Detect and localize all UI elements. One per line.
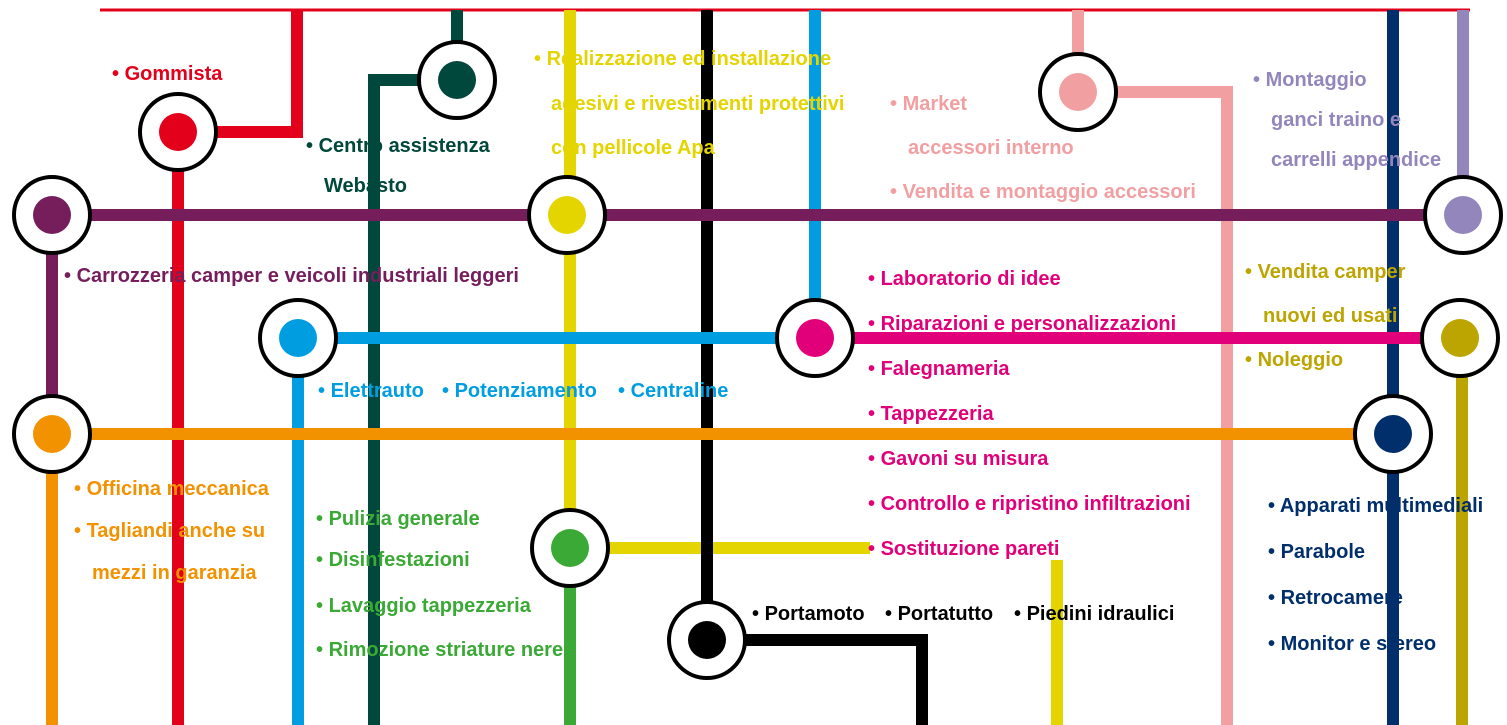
label-adesivi-1: • Realizzazione ed installazione	[534, 48, 831, 70]
label-garanzia: mezzi in garanzia	[92, 562, 257, 584]
label-officina: • Officina meccanica	[74, 478, 270, 500]
label-potenziamento: • Potenziamento	[442, 380, 597, 402]
station-black	[667, 600, 747, 680]
label-disinfestazioni: • Disinfestazioni	[316, 549, 470, 571]
station-olive	[1420, 298, 1500, 378]
station-red	[138, 92, 218, 172]
label-falegnameria: • Falegnameria	[868, 358, 1010, 380]
line-pink	[1072, 10, 1233, 725]
station-purple	[12, 175, 92, 255]
label-gavoni: • Gavoni su misura	[868, 448, 1049, 470]
label-infiltrazioni: • Controllo e ripristino infiltrazioni	[868, 493, 1191, 515]
label-accessori-interno: accessori interno	[908, 137, 1074, 159]
station-orange	[12, 394, 92, 474]
station-darkgreen	[417, 40, 497, 120]
label-tappezzeria: • Tappezzeria	[868, 403, 994, 425]
station-green	[530, 508, 610, 588]
station-magenta	[775, 298, 855, 378]
label-monitor: • Monitor e stereo	[1268, 633, 1436, 655]
label-ganci-traino: ganci traino e	[1271, 109, 1401, 131]
label-vendita-camper: • Vendita camper	[1245, 261, 1406, 283]
label-lavaggio: • Lavaggio tappezzeria	[316, 595, 532, 617]
label-pulizia: • Pulizia generale	[316, 508, 480, 530]
label-nuovi-usati: nuovi ed usati	[1263, 305, 1397, 327]
label-adesivi-2: adesivi e rivestimenti protettivi	[551, 93, 844, 115]
label-elettrauto: • Elettrauto	[318, 380, 424, 402]
label-tagliandi: • Tagliandi anche su	[74, 520, 265, 542]
label-webasto: Webasto	[324, 175, 407, 197]
label-market: • Market	[890, 93, 967, 115]
label-laboratorio: • Laboratorio di idee	[868, 268, 1061, 290]
label-retrocamere: • Retrocamere	[1268, 587, 1403, 609]
label-noleggio: • Noleggio	[1245, 349, 1343, 371]
label-vendita-accessori: • Vendita e montaggio accessori	[890, 181, 1196, 203]
label-multimediali: • Apparati multimediali	[1268, 495, 1483, 517]
label-portamoto: • Portamoto	[752, 603, 865, 625]
line-black	[701, 10, 928, 725]
label-parabole: • Parabole	[1268, 541, 1365, 563]
line-cyan	[292, 10, 821, 725]
label-adesivi-3: con pellicole Apa	[551, 137, 716, 159]
station-navy	[1353, 394, 1433, 474]
label-montaggio: • Montaggio	[1253, 69, 1367, 91]
label-piedini: • Piedini idraulici	[1014, 603, 1174, 625]
label-pareti: • Sostituzione pareti	[868, 538, 1059, 560]
label-centraline: • Centraline	[618, 380, 728, 402]
label-gommista: • Gommista	[112, 63, 223, 85]
label-centro-assistenza: • Centro assistenza	[306, 135, 491, 157]
label-carrelli: carrelli appendice	[1271, 149, 1441, 171]
station-cyan	[258, 298, 338, 378]
station-yellow	[527, 175, 607, 255]
label-carrozzeria: • Carrozzeria camper e veicoli industria…	[64, 265, 519, 287]
label-striature: • Rimozione striature nere	[316, 639, 563, 661]
line-purple	[46, 209, 1460, 725]
station-pink	[1038, 52, 1118, 132]
label-portatutto: • Portatutto	[885, 603, 993, 625]
label-riparazioni: • Riparazioni e personalizzazioni	[868, 313, 1176, 335]
station-lavender	[1423, 175, 1503, 255]
